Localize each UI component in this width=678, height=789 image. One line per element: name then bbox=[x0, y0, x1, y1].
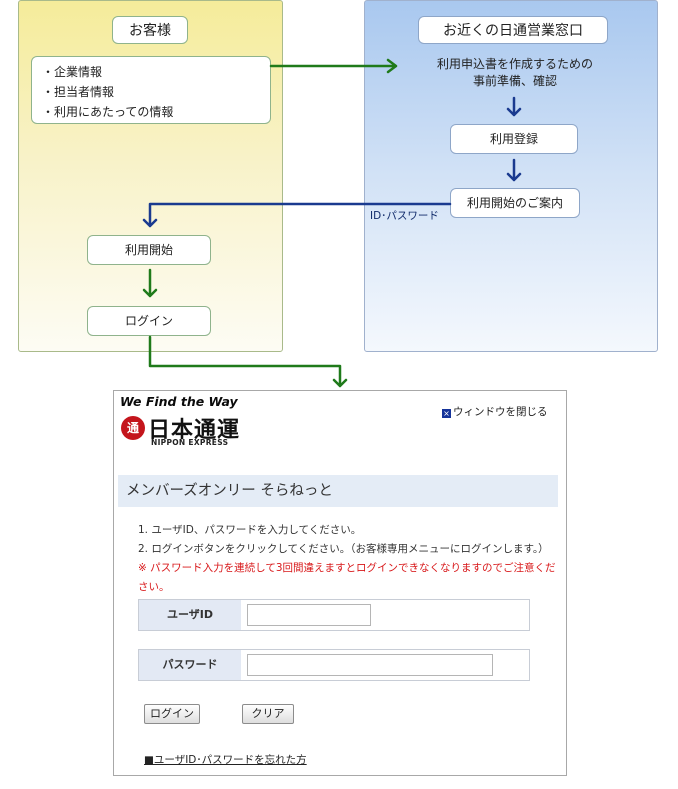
warning-text: ※ パスワード入力を連続して3回間違えますとログインできなくなりますのでご注意く… bbox=[138, 562, 556, 593]
user-id-row: ユーザID bbox=[138, 599, 530, 631]
instructions: 1. ユーザID、パスワードを入力してください。 2. ログインボタンをクリック… bbox=[138, 521, 558, 597]
logo-mark-icon: 通 bbox=[121, 416, 145, 440]
clear-button[interactable]: クリア bbox=[242, 704, 294, 724]
arrow-to-login bbox=[142, 268, 158, 298]
login-step-box: ログイン bbox=[87, 306, 211, 336]
preparation-note: 利用申込書を作成するための 事前準備、確認 bbox=[400, 56, 630, 90]
user-id-label: ユーザID bbox=[139, 600, 241, 630]
note-line-2: 事前準備、確認 bbox=[472, 74, 557, 88]
arrow-id-password bbox=[142, 202, 452, 228]
page-banner: メンバーズオンリー そらねっと bbox=[118, 475, 558, 507]
close-window-label: ウィンドウを閉じる bbox=[453, 406, 548, 418]
arrow-to-register bbox=[506, 96, 522, 117]
tagline: We Find the Way bbox=[120, 394, 238, 409]
id-password-label: ID･パスワード bbox=[370, 210, 439, 222]
info-item-usage: ・利用にあたっての情報 bbox=[42, 105, 174, 119]
logo-subtitle: NIPPON EXPRESS bbox=[151, 438, 229, 447]
note-line-1: 利用申込書を作成するための bbox=[436, 57, 593, 71]
forgot-credentials-link[interactable]: ■ユーザID･パスワードを忘れた方 bbox=[144, 754, 307, 766]
customer-info-box: ・企業情報 ・担当者情報 ・利用にあたっての情報 bbox=[31, 56, 271, 124]
office-title: お近くの日通営業窓口 bbox=[418, 16, 608, 44]
close-icon: × bbox=[442, 409, 451, 418]
arrow-to-office bbox=[269, 58, 398, 74]
arrow-to-guide bbox=[506, 158, 522, 182]
instruction-1: 1. ユーザID、パスワードを入力してください。 bbox=[138, 524, 362, 536]
close-window-link[interactable]: ×ウィンドウを閉じる bbox=[442, 404, 548, 419]
register-box: 利用登録 bbox=[450, 124, 578, 154]
user-id-input[interactable] bbox=[247, 604, 371, 626]
login-window: We Find the Way 通 日本通運 NIPPON EXPRESS ×ウ… bbox=[113, 390, 567, 776]
password-label: パスワード bbox=[139, 650, 241, 680]
login-button[interactable]: ログイン bbox=[144, 704, 200, 724]
arrow-to-window bbox=[148, 335, 348, 388]
start-use-box: 利用開始 bbox=[87, 235, 211, 265]
guide-box: 利用開始のご案内 bbox=[450, 188, 580, 218]
instruction-2: 2. ログインボタンをクリックしてください。（お客様専用メニューにログインします… bbox=[138, 543, 549, 555]
info-item-company: ・企業情報 bbox=[42, 65, 103, 79]
info-item-contact: ・担当者情報 bbox=[42, 85, 115, 99]
customer-title: お客様 bbox=[112, 16, 188, 44]
password-row: パスワード bbox=[138, 649, 530, 681]
logo-name: 日本通運 bbox=[148, 418, 241, 443]
password-input[interactable] bbox=[247, 654, 493, 676]
